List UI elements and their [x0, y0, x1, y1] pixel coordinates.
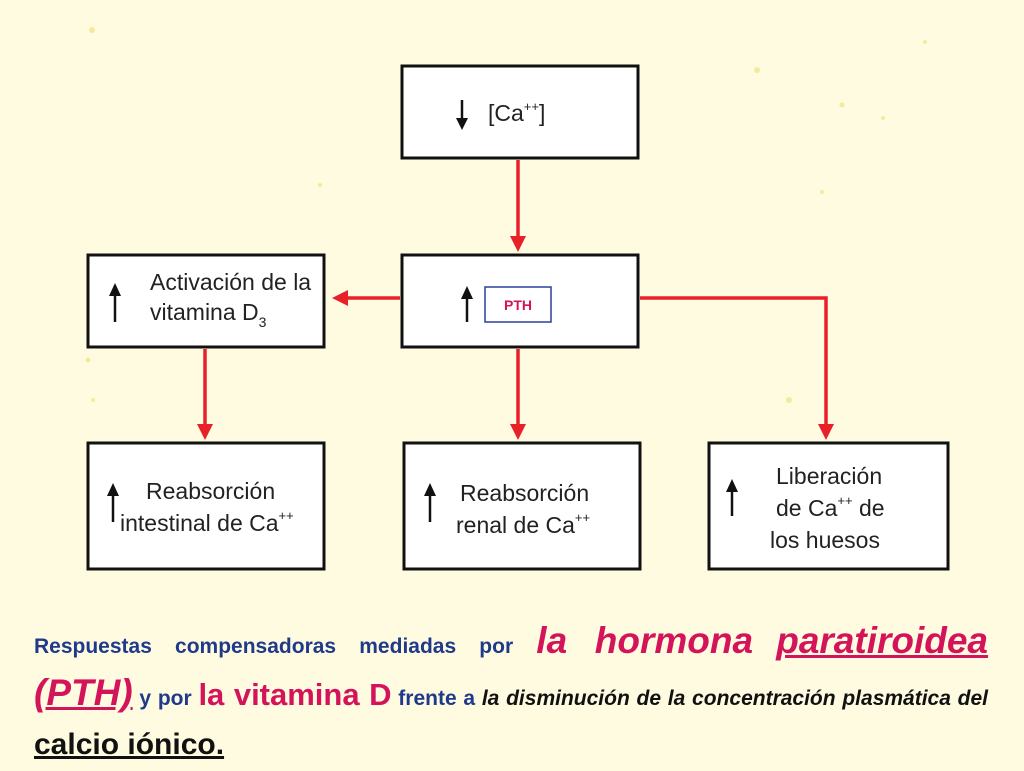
- activation-line2: vitamina D: [150, 299, 259, 325]
- pth-increase-box: PTH: [400, 253, 640, 349]
- svg-text:vitamina D3: vitamina D3: [150, 299, 267, 330]
- caption-hormona: la hormona: [536, 620, 754, 661]
- svg-text:[Ca++]: [Ca++]: [488, 99, 545, 126]
- vitamin-d-activation-box: Activación de la vitamina D3: [86, 253, 326, 349]
- intestinal-line1: Reabsorción: [146, 478, 275, 504]
- pth-label: PTH: [504, 297, 532, 313]
- svg-text:de Ca++ de: de Ca++ de: [776, 493, 885, 521]
- caption: Respuestas compensadoras mediadas por la…: [34, 618, 988, 771]
- activation-line1: Activación de la: [150, 269, 311, 295]
- bone-release-box: Liberación de Ca++ de los huesos: [707, 441, 950, 571]
- svg-text:intestinal de Ca++: intestinal de Ca++: [120, 508, 294, 536]
- bone-line3: los huesos: [770, 527, 880, 553]
- renal-reabsorption-box: Reabsorción renal de Ca++: [402, 441, 642, 571]
- calcium-label: [Ca: [488, 100, 524, 126]
- decreased-calcium-box: [Ca++]: [400, 64, 640, 160]
- flow-arrows: [197, 160, 834, 440]
- svg-text:renal de Ca++: renal de Ca++: [456, 510, 590, 538]
- caption-text-2: y por: [132, 687, 199, 710]
- renal-line1: Reabsorción: [460, 480, 589, 506]
- caption-calcio: calcio iónico.: [34, 728, 225, 761]
- caption-text-4: disminución de la concentración plasmáti…: [499, 687, 989, 710]
- caption-text-1: Respuestas compensadoras mediadas por: [34, 635, 537, 658]
- pth-calcium-diagram: [Ca++] PTH Activación de la vitamina D3 …: [85, 27, 950, 571]
- caption-text-3: frente a: [391, 687, 482, 710]
- up-arrow-icon: [107, 483, 119, 522]
- bone-line2: de Ca: [776, 495, 838, 521]
- caption-paratiroidea: paratiroidea (PTH): [34, 620, 989, 713]
- caption-vitamina: la vitamina D: [198, 677, 392, 712]
- up-arrow-icon: [461, 286, 473, 322]
- bone-line1: Liberación: [776, 463, 882, 489]
- down-arrow-icon: [456, 100, 468, 130]
- caption-la: la: [481, 687, 500, 710]
- background-dots: [85, 27, 927, 403]
- intestinal-line2: intestinal de Ca: [120, 510, 279, 536]
- up-arrow-icon: [109, 283, 121, 322]
- renal-line2: renal de Ca: [456, 512, 575, 538]
- intestinal-reabsorption-box: Reabsorción intestinal de Ca++: [86, 441, 326, 571]
- up-arrow-icon: [726, 479, 738, 516]
- up-arrow-icon: [424, 483, 436, 522]
